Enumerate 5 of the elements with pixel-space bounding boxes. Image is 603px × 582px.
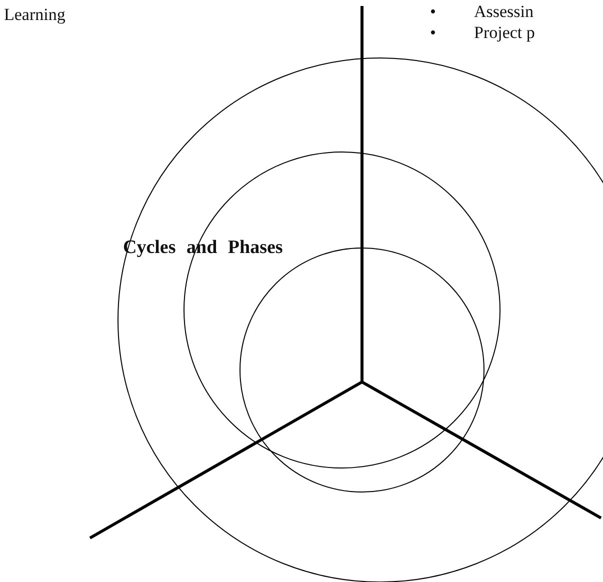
text-label: Learning <box>4 5 66 25</box>
bullet-mark: • <box>430 2 436 22</box>
bullet-text: Project p <box>474 23 535 43</box>
bullet-text: Assessin <box>474 2 534 22</box>
bullet-mark: • <box>430 23 436 43</box>
